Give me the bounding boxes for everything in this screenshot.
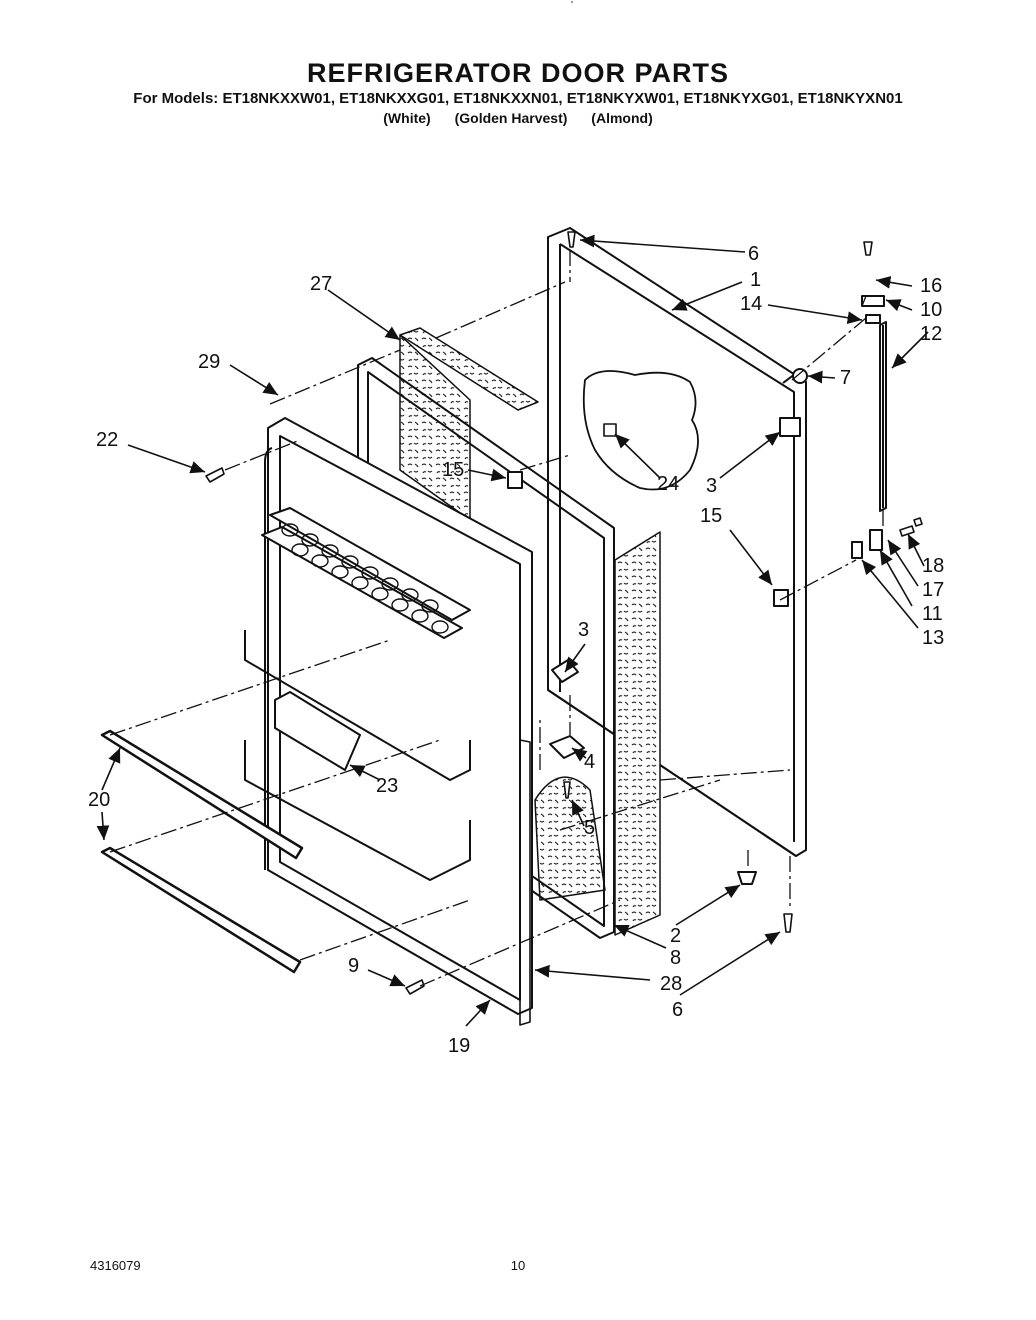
- callout-4: 4: [584, 751, 595, 773]
- callout-3-center: 3: [578, 619, 589, 641]
- callout-1: 1: [750, 269, 761, 291]
- callout-3-right: 3: [706, 475, 717, 497]
- egg-tray: [261, 507, 471, 639]
- callout-2: 2: [670, 925, 681, 947]
- callout-6-top: 6: [748, 243, 759, 265]
- page-title: REFRIGERATOR DOOR PARTS: [306, 58, 729, 88]
- hinge-shim-mid: [851, 541, 863, 559]
- callout-9: 9: [348, 955, 359, 977]
- door-stop-clip: [507, 471, 523, 489]
- callout-29: 29: [198, 351, 220, 373]
- dairy-door: [274, 691, 361, 771]
- screw-icon: [405, 979, 425, 995]
- liner-shelf-lower: [244, 740, 471, 881]
- color-white: (White): [383, 110, 431, 126]
- callout-16: 16: [920, 275, 942, 297]
- callout-12: 12: [920, 323, 942, 345]
- door-closer-rod: [879, 321, 887, 512]
- screw-icons: [205, 231, 923, 995]
- callout-labels: 6 1 16 10 14 12 27 7 29 22 15 24 3 15 18…: [88, 243, 944, 1057]
- color-golden-harvest: (Golden Harvest): [454, 110, 568, 126]
- callout-22: 22: [96, 429, 118, 451]
- foam-block-inner: [534, 776, 606, 901]
- screw-icon: [913, 517, 923, 527]
- model-list: For Models: ET18NKXXW01, ET18NKXXG01, ET…: [133, 90, 903, 107]
- callout-15-right: 15: [700, 505, 722, 527]
- callout-24: 24: [657, 473, 679, 495]
- color-list: (White) (Golden Harvest) (Almond): [0, 110, 1036, 126]
- foam-block-right: [614, 531, 661, 936]
- hinge-bracket-mid: [869, 529, 883, 551]
- hinge-plate: [549, 735, 585, 759]
- callout-18: 18: [922, 555, 944, 577]
- callout-8: 8: [670, 947, 681, 969]
- callout-11: 11: [922, 603, 943, 625]
- door-stop-cap: [792, 368, 808, 384]
- door-shelf-bars: [100, 729, 304, 974]
- callout-20: 20: [88, 789, 110, 811]
- screw-icon: [863, 241, 873, 256]
- breaker-strip: [519, 739, 531, 1026]
- scan-mark: ': [571, 0, 573, 11]
- hinge-pin-bracket: [779, 417, 801, 437]
- callout-17: 17: [922, 579, 944, 601]
- callout-5: 5: [584, 817, 595, 839]
- screw-icon: [899, 525, 915, 537]
- screw-icon: [563, 781, 571, 799]
- callout-10: 10: [920, 299, 942, 321]
- patch-clip: [603, 423, 617, 437]
- part-number: 4316079: [90, 1258, 141, 1273]
- assembly-lines: [109, 250, 884, 987]
- leveling-foot: [737, 871, 757, 885]
- callout-13: 13: [922, 627, 944, 649]
- callout-19: 19: [448, 1035, 470, 1057]
- callout-23: 23: [376, 775, 398, 797]
- leader-arrows: [96, 234, 929, 1027]
- color-almond: (Almond): [591, 110, 653, 126]
- callout-7: 7: [840, 367, 851, 389]
- egg-cups: [281, 523, 449, 634]
- door-stop-clip-right: [773, 589, 789, 607]
- foam-block-top: [399, 327, 539, 411]
- liner-shelf-upper: [244, 630, 471, 781]
- screw-icon: [205, 467, 225, 483]
- callout-15-left: 15: [442, 459, 464, 481]
- screw-icon: [783, 913, 793, 933]
- callout-6-bottom: 6: [672, 999, 683, 1021]
- callout-27: 27: [310, 273, 332, 295]
- page-number: 10: [510, 1258, 526, 1273]
- screw-icon: [567, 231, 576, 248]
- callout-14: 14: [740, 293, 762, 315]
- callout-28: 28: [660, 973, 682, 995]
- hinge-bracket-top: [861, 295, 885, 307]
- hinge-shim: [865, 314, 881, 324]
- insulation-patch: [582, 370, 699, 491]
